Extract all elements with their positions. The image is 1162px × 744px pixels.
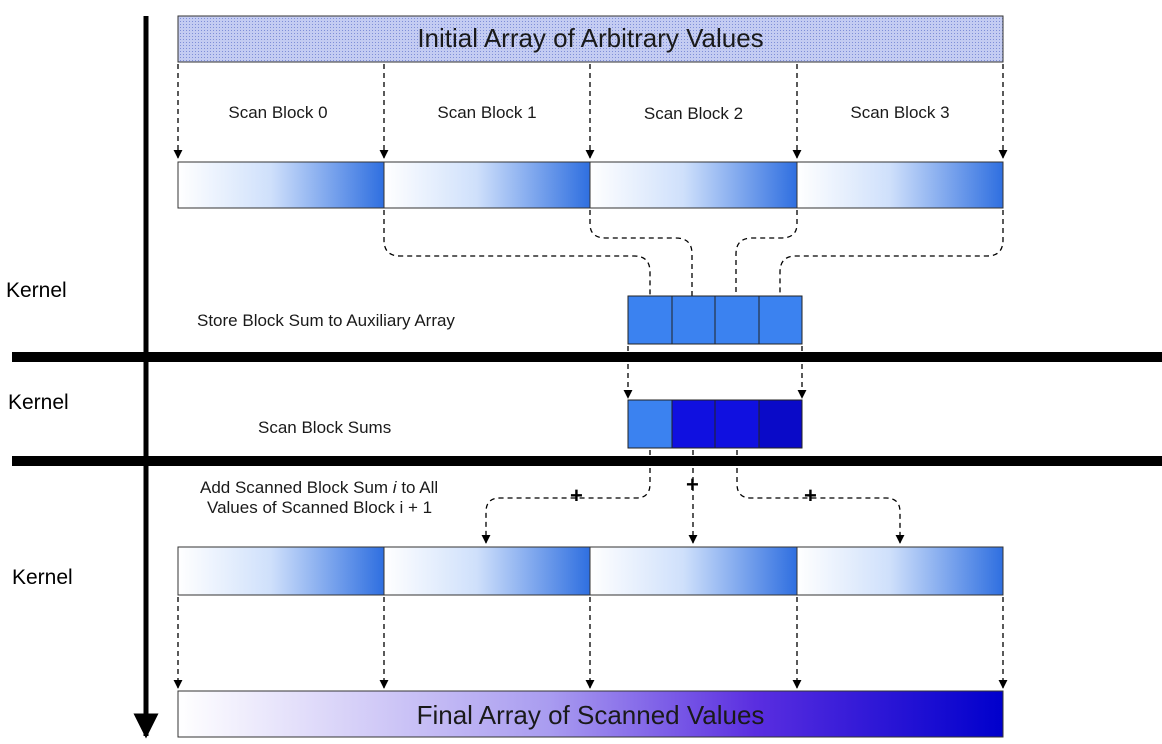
final-arrows bbox=[173, 597, 1008, 689]
store-block-sum-label: Store Block Sum to Auxiliary Array bbox=[197, 311, 455, 330]
kernel-label-1: Kernel bbox=[6, 279, 67, 302]
scanned-block-sums bbox=[627, 399, 803, 449]
plus-sign-1: + bbox=[570, 483, 583, 508]
add-step-label-line1: Add Scanned Block Sum i to All bbox=[200, 478, 438, 498]
scan-block-2 bbox=[589, 161, 798, 209]
auxiliary-array bbox=[627, 295, 803, 345]
kernel-label-2: Kernel bbox=[8, 391, 69, 414]
updated-blocks-row bbox=[177, 546, 1004, 596]
add-step-text-a: Add Scanned Block Sum bbox=[200, 478, 389, 497]
kernel-separator-2 bbox=[12, 456, 1162, 466]
initial-array-title: Initial Array of Arbitrary Values bbox=[417, 23, 764, 53]
add-step-var: i bbox=[392, 478, 397, 497]
scan-block-3 bbox=[796, 161, 1004, 209]
scan-block-label-0: Scan Block 0 bbox=[228, 103, 328, 122]
plus-sign-3: + bbox=[804, 483, 817, 508]
kernel-separator-1 bbox=[12, 352, 1162, 362]
scan-block-label-1: Scan Block 1 bbox=[437, 103, 537, 122]
add-step-text-b: to All bbox=[401, 478, 439, 497]
block-sum-arrows bbox=[383, 210, 1004, 319]
kernel-label-3: Kernel bbox=[12, 566, 73, 589]
add-step-label-line2: Values of Scanned Block i + 1 bbox=[207, 498, 433, 517]
final-array-title: Final Array of Scanned Values bbox=[416, 700, 765, 730]
initial-array-box bbox=[177, 15, 1004, 63]
final-array-box bbox=[177, 690, 1004, 738]
scan-block-sums-label: Scan Block Sums bbox=[258, 418, 392, 437]
plus-sign-2: + bbox=[686, 472, 699, 497]
split-arrows bbox=[173, 64, 1008, 159]
scan-block-0 bbox=[177, 161, 385, 209]
scan-block-1 bbox=[383, 161, 591, 209]
scan-block-label-3: Scan Block 3 bbox=[850, 103, 950, 122]
scan-block-label-2: Scan Block 2 bbox=[643, 104, 744, 123]
scan-blocks-row bbox=[177, 161, 1004, 209]
add-arrows bbox=[481, 450, 905, 544]
